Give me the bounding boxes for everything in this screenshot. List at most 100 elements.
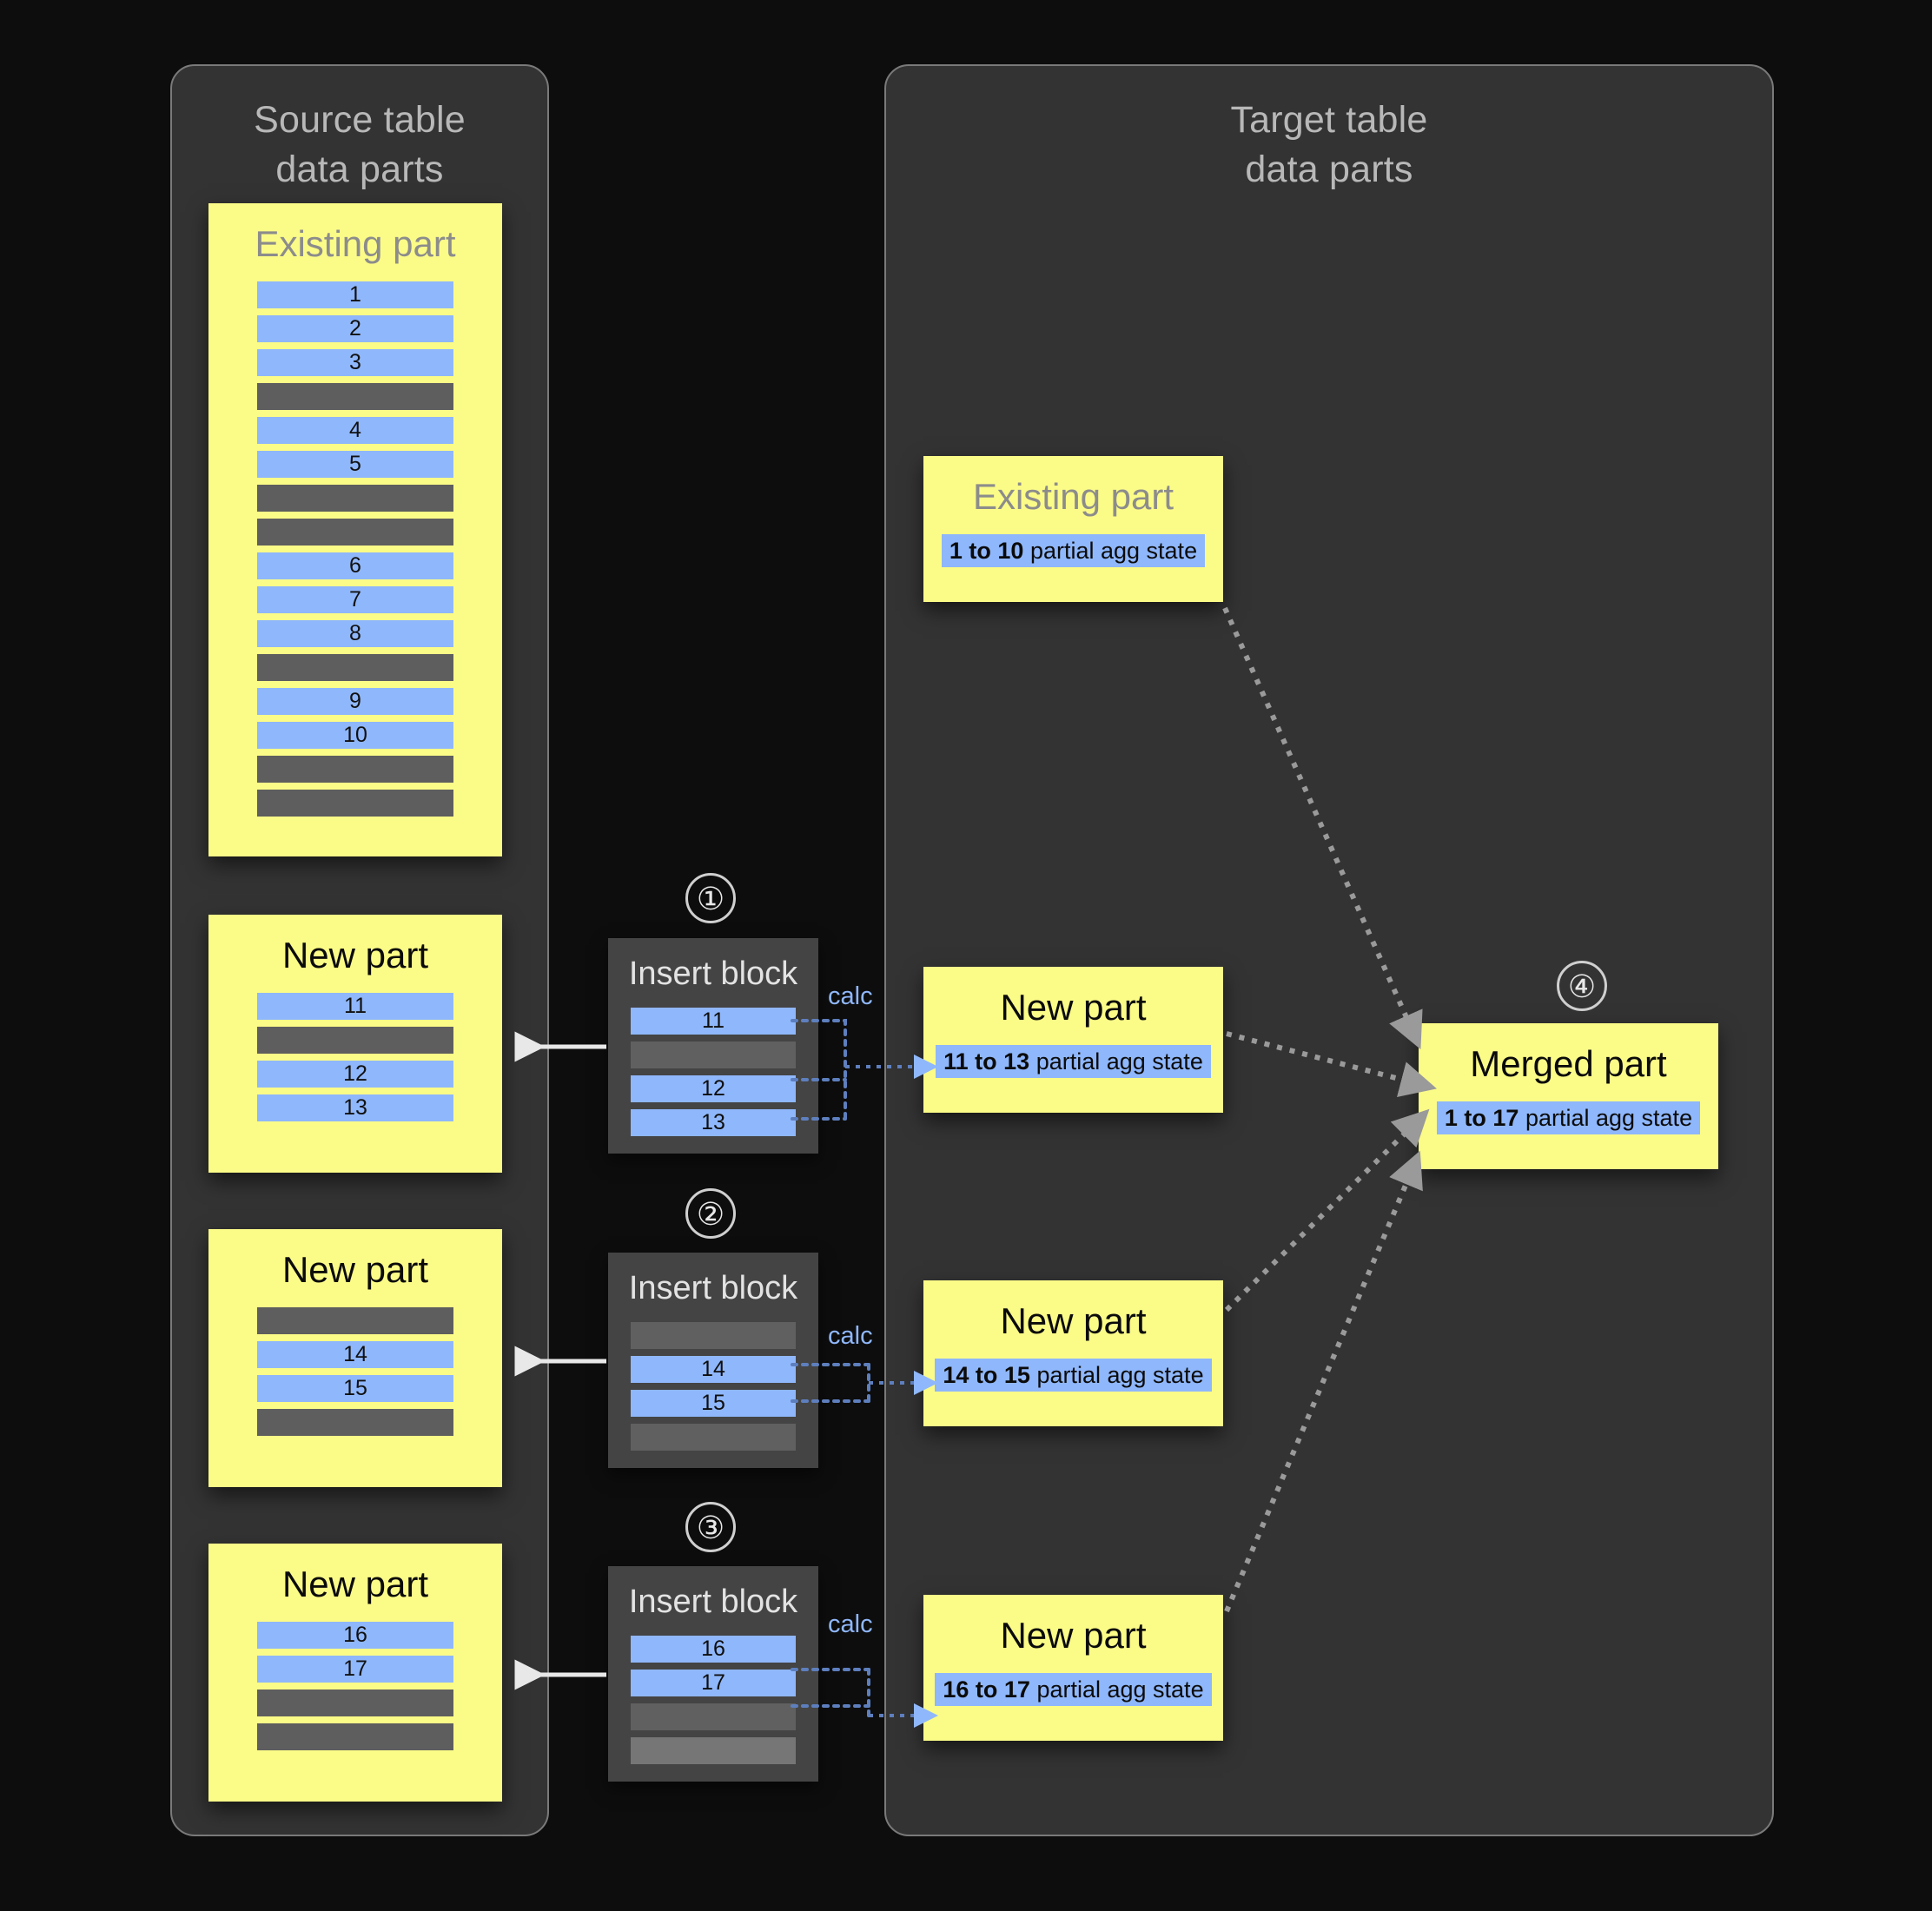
data-row-empty [257, 790, 453, 817]
row-gap [631, 1417, 796, 1424]
target-new-part-3-agg: 16 to 17 partial agg state [935, 1673, 1212, 1706]
data-row-value: 10 [257, 722, 453, 749]
data-row-value: 7 [257, 586, 453, 613]
data-row-value: 11 [257, 993, 453, 1020]
source-new-part-1-rows: 11 12 13 [208, 993, 502, 1121]
row-gap [631, 1102, 796, 1109]
row-gap [257, 342, 453, 349]
row-gap [257, 478, 453, 485]
agg-suffix-0: partial agg state [1023, 538, 1198, 564]
data-row-empty [257, 1409, 453, 1436]
insert-block-1: Insert block 11 12 13 [608, 938, 818, 1154]
target-existing-part-agg: 1 to 10 partial agg state [941, 534, 1206, 567]
row-gap [257, 681, 453, 688]
data-row-empty [257, 383, 453, 410]
data-row-empty [257, 654, 453, 681]
row-gap [257, 376, 453, 383]
data-row-value: 14 [257, 1341, 453, 1368]
target-table-panel: Target table data parts [884, 64, 1774, 1836]
row-gap [257, 749, 453, 756]
data-row-value: 17 [257, 1656, 453, 1683]
step-circle-2: ② [685, 1188, 736, 1239]
row-gap [631, 1349, 796, 1356]
data-row-value: 5 [257, 451, 453, 478]
data-row-value: 15 [257, 1375, 453, 1402]
row-gap [257, 1716, 453, 1723]
source-existing-part-title: Existing part [255, 223, 456, 264]
row-gap [257, 546, 453, 552]
target-new-part-1-agg: 11 to 13 partial agg state [936, 1045, 1211, 1078]
calc-label-2: calc [828, 1322, 873, 1350]
row-gap [631, 1696, 796, 1703]
row-gap [257, 613, 453, 620]
row-gap [257, 715, 453, 722]
row-gap [257, 444, 453, 451]
data-row-empty [631, 1322, 796, 1349]
row-gap [257, 308, 453, 315]
data-row-empty [631, 1737, 796, 1764]
agg-suffix-3: partial agg state [1029, 1676, 1204, 1703]
data-row-value: 16 [257, 1622, 453, 1649]
data-row-value: 12 [631, 1075, 796, 1102]
target-new-part-1: New part 11 to 13 partial agg state [923, 967, 1223, 1113]
target-new-part-1-agg-wrap: 11 to 13 partial agg state [923, 1045, 1223, 1078]
source-new-part-3-title: New part [281, 1564, 429, 1604]
row-gap [257, 1088, 453, 1094]
agg-suffix-2: partial agg state [1029, 1362, 1204, 1388]
source-panel-title: Source table data parts [254, 99, 466, 190]
target-new-part-2-agg: 14 to 15 partial agg state [935, 1359, 1212, 1392]
target-new-part-3-agg-wrap: 16 to 17 partial agg state [923, 1673, 1223, 1706]
data-row-value: 12 [257, 1061, 453, 1088]
data-row-empty [257, 519, 453, 546]
row-gap [257, 1368, 453, 1375]
data-row-empty [631, 1424, 796, 1451]
data-row-value: 8 [257, 620, 453, 647]
row-gap [631, 1068, 796, 1075]
row-gap [631, 1383, 796, 1390]
data-row-value: 13 [257, 1094, 453, 1121]
target-panel-title: Target table data parts [1230, 99, 1428, 190]
insert-block-1-title: Insert block [628, 956, 798, 992]
row-gap [631, 1663, 796, 1670]
data-row-value: 14 [631, 1356, 796, 1383]
insert-block-2-title: Insert block [628, 1270, 798, 1306]
target-new-part-2-title: New part [1000, 1300, 1147, 1341]
target-new-part-3-title: New part [1000, 1615, 1147, 1656]
agg-suffix-1: partial agg state [1029, 1048, 1203, 1075]
data-row-value: 6 [257, 552, 453, 579]
merged-part-title: Merged part [1470, 1043, 1667, 1084]
data-row-value: 13 [631, 1109, 796, 1136]
target-new-part-3: New part 16 to 17 partial agg state [923, 1595, 1223, 1741]
row-gap [257, 1402, 453, 1409]
row-gap [257, 647, 453, 654]
data-row-empty [257, 1723, 453, 1750]
data-row-value: 11 [631, 1008, 796, 1035]
row-gap [257, 410, 453, 417]
row-gap [257, 1054, 453, 1061]
merged-part-agg-wrap: 1 to 17 partial agg state [1419, 1101, 1718, 1134]
data-row-empty [257, 1307, 453, 1334]
row-gap [257, 1649, 453, 1656]
target-existing-part: Existing part 1 to 10 partial agg state [923, 456, 1223, 602]
agg-range-merged: 1 to 17 [1444, 1105, 1519, 1131]
data-row-value: 17 [631, 1670, 796, 1696]
data-row-value: 4 [257, 417, 453, 444]
data-row-value: 16 [631, 1636, 796, 1663]
data-row-empty [631, 1703, 796, 1730]
row-gap [257, 512, 453, 519]
row-gap [257, 1334, 453, 1341]
target-existing-part-agg-wrap: 1 to 10 partial agg state [923, 534, 1223, 567]
target-existing-part-title: Existing part [972, 476, 1174, 517]
step-circle-3: ③ [685, 1502, 736, 1552]
agg-range-3: 16 to 17 [943, 1676, 1030, 1703]
step-circle-4: ④ [1557, 961, 1607, 1011]
